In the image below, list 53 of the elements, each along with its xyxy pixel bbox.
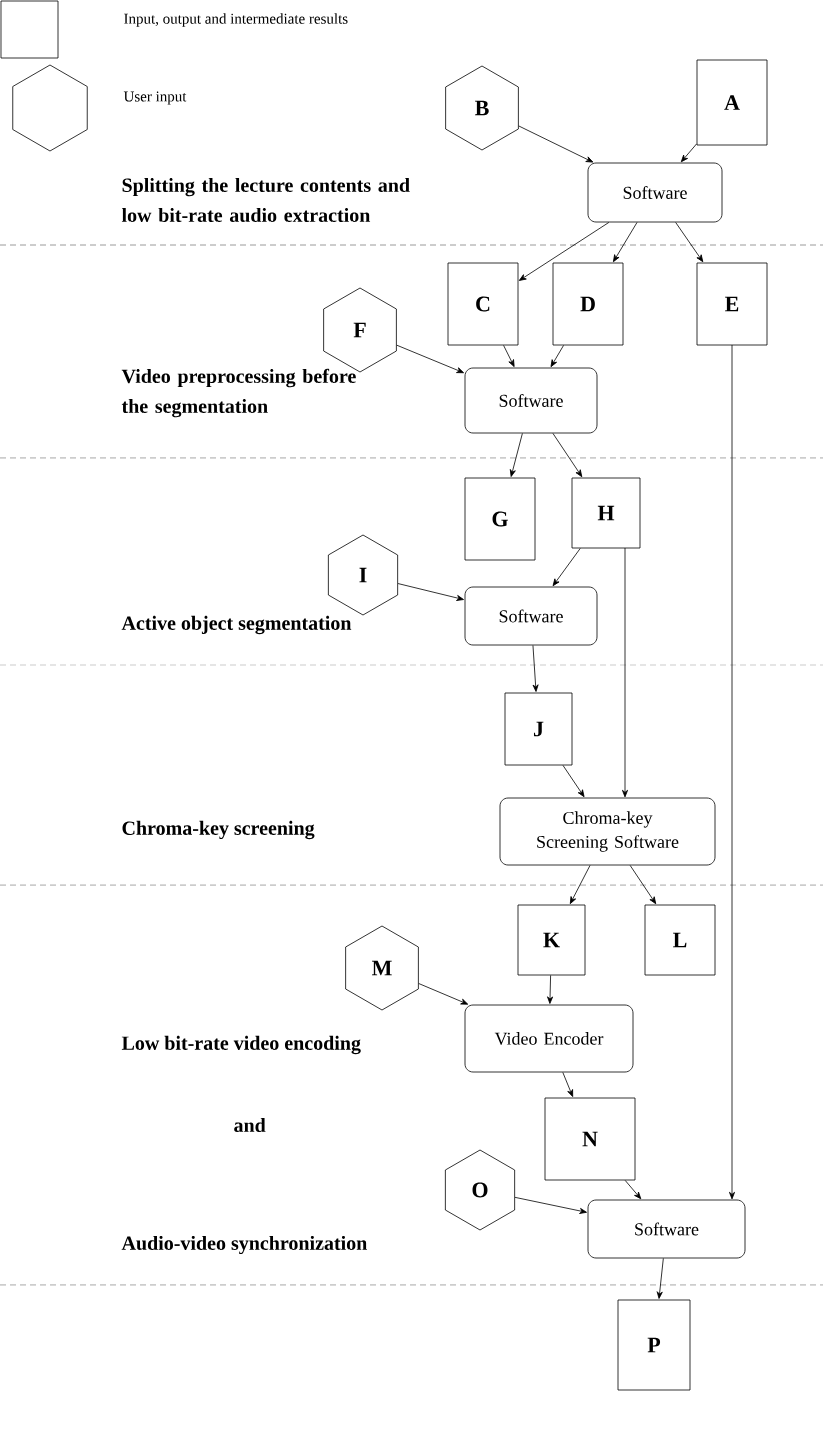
arrow (418, 983, 469, 1005)
process-box: Software (464, 586, 598, 646)
process-box: Software (587, 162, 723, 223)
arrow (503, 345, 515, 367)
data-box: N (544, 1097, 636, 1181)
process-box: Software (587, 1199, 746, 1259)
section-heading: and (234, 1117, 266, 1133)
arrow (518, 222, 610, 281)
arrow (547, 975, 554, 1004)
user-input-hexagon: M (345, 925, 419, 1011)
data-box: P (617, 1299, 691, 1391)
arrow (562, 1072, 574, 1097)
user-input-hexagon: I (327, 534, 399, 616)
arrow (680, 143, 697, 163)
arrow (569, 865, 591, 905)
arrow (552, 548, 581, 587)
data-box: K (517, 904, 586, 976)
arrow (675, 222, 704, 263)
arrow (613, 222, 638, 263)
data-box: C (447, 262, 519, 346)
data-box: A (696, 59, 768, 146)
process-box: Chroma-key Screening Software (499, 797, 716, 866)
data-box: D (552, 262, 624, 346)
user-input-hexagon: O (444, 1149, 516, 1231)
arrow (552, 433, 583, 478)
section-heading: Audio-video synchronization (121, 1235, 367, 1255)
legend-text: User input (123, 91, 187, 105)
section-heading: Chroma-key screening (122, 820, 315, 840)
section-heading: Low bit-rate video encoding (121, 1035, 361, 1055)
arrow (397, 583, 464, 601)
user-input-hexagon: B (445, 65, 519, 151)
arrow (629, 865, 657, 905)
section-heading: Active object segmentation (121, 615, 352, 635)
arrow (514, 1196, 587, 1214)
data-box: G (464, 477, 536, 561)
arrow (509, 433, 523, 477)
arrow (562, 765, 585, 798)
arrow (532, 645, 539, 692)
section-heading: Splitting the lecture contents and low bit-rate audio extraction (121, 177, 410, 223)
data-box: L (644, 904, 716, 976)
arrow (729, 344, 735, 1200)
data-box: E (696, 262, 768, 346)
arrow (550, 345, 564, 368)
arrow (518, 125, 594, 163)
data-box: H (571, 477, 641, 549)
arrow (624, 1180, 642, 1200)
arrow (622, 547, 628, 798)
data-box: J (504, 692, 573, 766)
legend-text: Input, output and intermediate results (124, 13, 348, 27)
process-box: Software (464, 367, 598, 434)
arrow (656, 1258, 664, 1299)
process-box: Video Encoder (464, 1004, 634, 1073)
arrow (396, 344, 464, 374)
